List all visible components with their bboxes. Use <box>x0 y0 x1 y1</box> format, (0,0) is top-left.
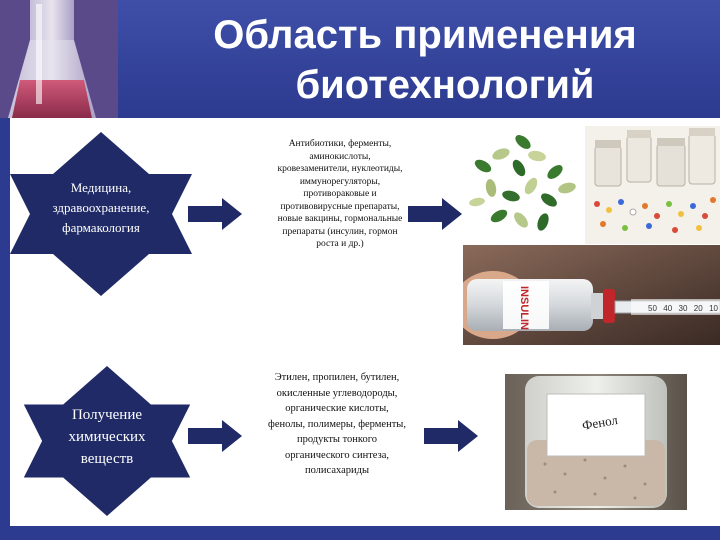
vial-label: INSULIN <box>518 286 530 330</box>
syringe-mark: 30 <box>678 304 688 313</box>
description-line: Этилен, пропилен, бутилен, <box>274 372 400 383</box>
category-medicine: Медицина, здравоохранение, фармакология <box>8 178 194 238</box>
title-line-1: Область применения <box>213 13 637 57</box>
arrow-right-icon <box>408 198 462 230</box>
description-line: Антибиотики, ферменты, <box>288 139 392 149</box>
description-line: продукты тонкого <box>296 434 378 445</box>
title-line-2: биотехнологий <box>295 63 595 107</box>
description-line: препараты (инсулин, гормон <box>282 226 398 237</box>
description-line: окисленные углеводороды, <box>276 387 398 399</box>
category-line: здравоохранение, <box>52 200 150 215</box>
bottom-accent-bar <box>0 526 720 540</box>
syringe-mark: 50 <box>648 304 657 313</box>
category-chemicals: Получение химических веществ <box>22 404 192 470</box>
syringe-mark: 10 <box>709 304 718 313</box>
pills-photo <box>463 126 585 244</box>
category-line: Медицина, <box>70 180 132 195</box>
category-line: веществ <box>80 451 134 467</box>
description-line: органические кислоты, <box>285 403 389 414</box>
description-line: роста и др.) <box>316 239 364 249</box>
description-line: фенолы, полимеры, ферменты, <box>268 418 406 430</box>
insulin-vial-photo <box>463 245 720 345</box>
category-line: химических <box>68 429 146 445</box>
description-line: противораковые и <box>303 189 377 199</box>
phenol-jar-photo <box>505 374 687 510</box>
star-shape <box>23 366 191 516</box>
syringe-mark: 40 <box>663 304 673 313</box>
pill-bottles-photo <box>585 126 720 244</box>
left-accent-bar <box>0 118 10 530</box>
category-line: Получение <box>71 407 143 423</box>
arrow-right-icon <box>188 198 242 230</box>
flask-icon <box>0 0 118 118</box>
description-chemicals: Этилен, пропилен, бутилен, окисленные уг… <box>246 370 428 479</box>
syringe-scale: 50 40 30 20 10 <box>648 304 718 313</box>
description-line: новые вакцины, гормональные <box>277 214 403 224</box>
syringe-mark: 20 <box>693 304 703 313</box>
description-line: кровезаменители, нуклеотиды, <box>277 164 403 174</box>
page-title: Область применения биотехнологий <box>130 10 720 110</box>
arrow-right-icon <box>424 420 478 452</box>
arrow-right-icon <box>188 420 242 452</box>
description-line: полисахариды <box>304 465 370 476</box>
description-line: аминокислоты, <box>309 151 371 162</box>
header-bar <box>0 0 720 118</box>
description-medicine: Антибиотики, ферменты, аминокислоты, кро… <box>250 138 430 251</box>
category-line: фармакология <box>62 220 140 235</box>
description-line: иммунорегуляторы, <box>299 176 381 187</box>
description-line: органического синтеза, <box>284 449 389 461</box>
star-shape <box>10 132 192 296</box>
description-line: противовирусные препараты, <box>280 201 400 212</box>
